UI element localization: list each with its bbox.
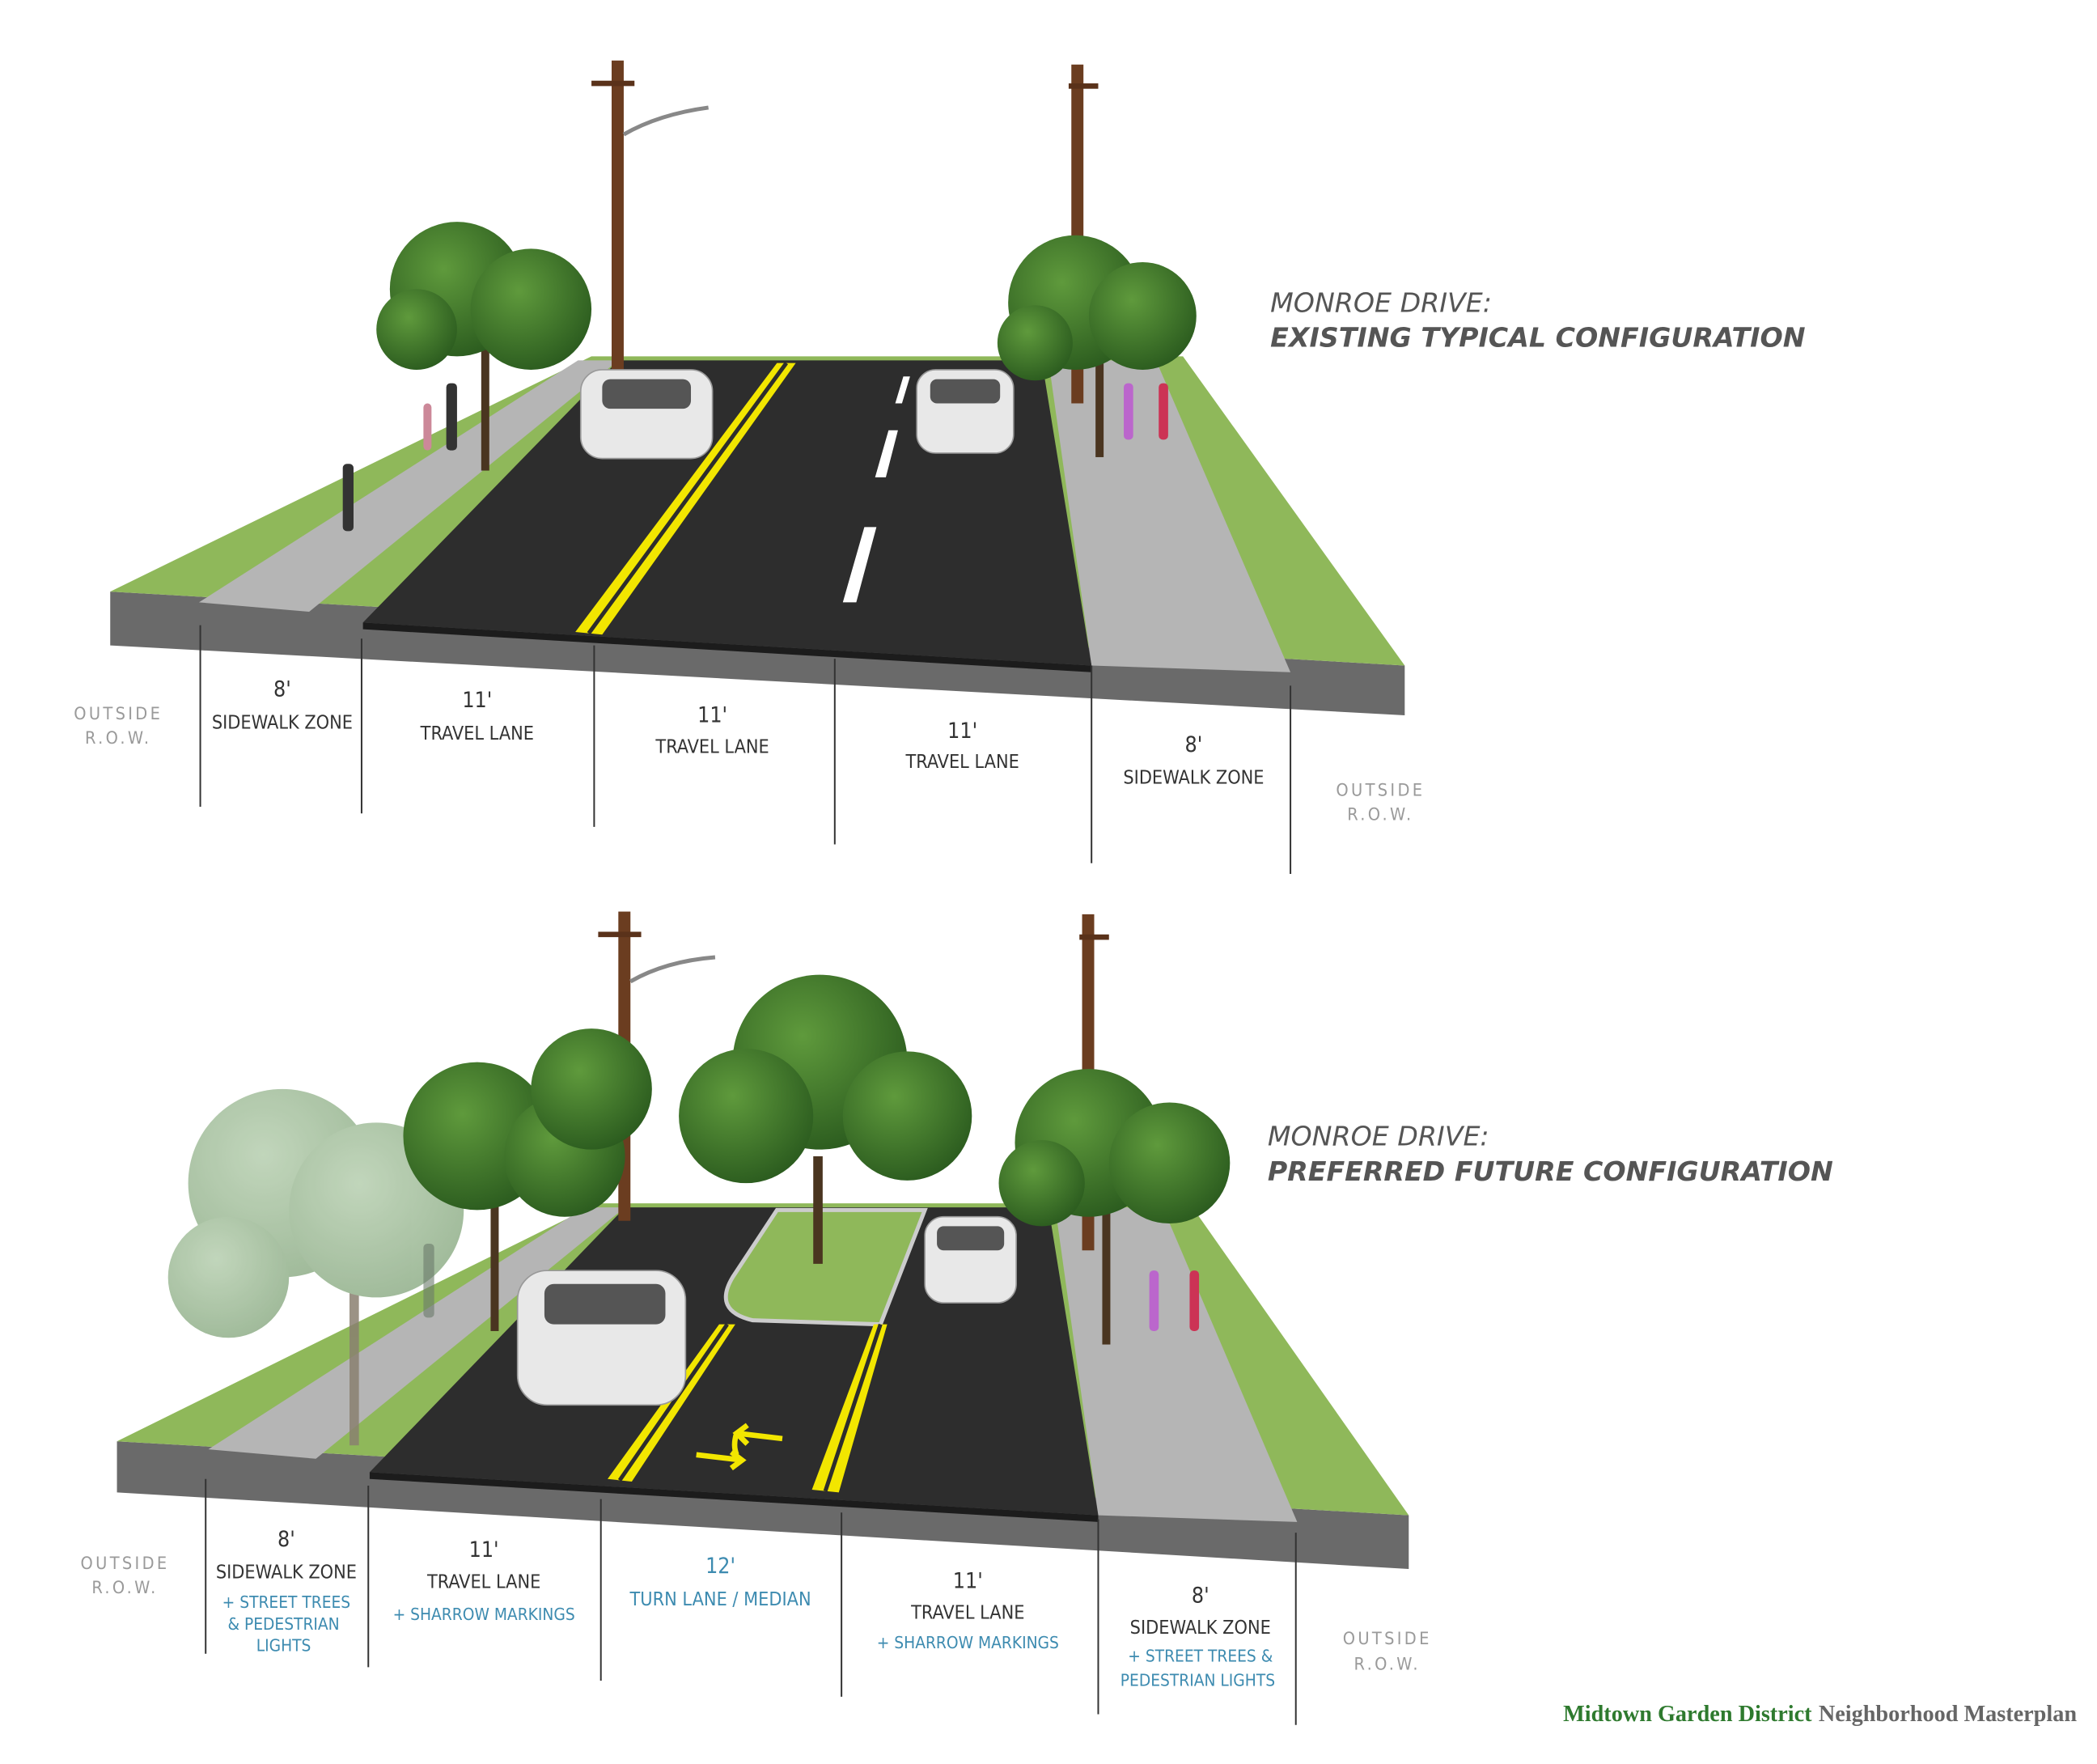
car-right [916,369,1015,454]
svg-text:11': 11' [947,719,977,744]
svg-text:R.O.W.: R.O.W. [85,728,151,748]
roadway [362,360,1092,666]
tree-right [997,235,1197,457]
tree-left [376,222,592,471]
svg-text:+ SHARROW MARKINGS: + SHARROW MARKINGS [393,1605,575,1624]
svg-text:R.O.W.: R.O.W. [91,1578,158,1598]
tree-median [679,974,972,1264]
landscaped-median [723,1207,928,1327]
pedestrians [423,1243,1200,1331]
zone-turn-lane-median: TURN LANE / MEDIAN [629,1588,811,1610]
existing-dimension-lines [199,625,1292,875]
svg-text:& PEDESTRIAN: & PEDESTRIAN [227,1614,339,1634]
lane-dash-markings [842,376,910,603]
sidewalk-left [208,1207,625,1459]
svg-text:8': 8' [1192,1584,1209,1609]
utility-pole-left [591,60,709,373]
tree-sidewalk-right [998,1068,1231,1345]
zone-travel-lane-1: TRAVEL LANE [426,1571,540,1592]
zone-travel-lane-2: TRAVEL LANE [910,1602,1024,1624]
svg-text:11': 11' [462,688,492,713]
svg-text:11': 11' [953,1568,983,1593]
pedestrians [342,383,1168,532]
svg-text:8': 8' [277,1527,295,1552]
zone-travel-lane-1: TRAVEL LANE [420,723,534,744]
sidewalk-left [198,360,619,613]
svg-text:+ STREET TREES &: + STREET TREES & [1128,1647,1273,1666]
existing-title-line2: EXISTING TYPICAL CONFIGURATION [1270,322,1806,354]
svg-text:8': 8' [1185,732,1203,757]
sidewalk-right [1055,1207,1298,1522]
future-section-illustration [116,911,1409,1570]
svg-text:11': 11' [469,1537,499,1563]
future-zone-labels: OUTSIDE R.O.W. 8' SIDEWALK ZONE + STREET… [81,1527,1432,1690]
existing-section-illustration [110,60,1405,715]
svg-text:LIGHTS: LIGHTS [256,1635,311,1655]
svg-text:11': 11' [697,702,727,727]
car-right [924,1215,1017,1304]
zone-outside-right: OUTSIDE [1336,781,1425,801]
zone-width: 8' [273,677,291,702]
sidewalk-right [1048,360,1291,672]
future-title-line2: PREFERRED FUTURE CONFIGURATION [1268,1156,1833,1187]
road-curb-front [362,622,1092,672]
zone-outside-left: OUTSIDE [81,1554,170,1574]
car-left [516,1270,687,1406]
zone-outside-right: OUTSIDE [1343,1629,1432,1649]
svg-text:+ SHARROW MARKINGS: + SHARROW MARKINGS [877,1633,1059,1652]
existing-zone-labels: OUTSIDE R.O.W. 8' SIDEWALK ZONE 11' TRAV… [74,677,1425,825]
future-dimension-lines [205,1478,1297,1725]
turn-arrows-icon [696,1423,783,1471]
zone-outside-left: OUTSIDE [74,704,163,724]
svg-text:R.O.W.: R.O.W. [1354,1655,1421,1675]
svg-text:PEDESTRIAN LIGHTS: PEDESTRIAN LIGHTS [1121,1671,1275,1690]
svg-text:12': 12' [705,1554,735,1579]
car-left [579,369,714,460]
zone-sidewalk-right: SIDEWALK ZONE [1130,1617,1271,1639]
zone-travel-lane-3: TRAVEL LANE [904,751,1019,773]
tree-sidewalk-left [403,1028,652,1331]
zone-sidewalk-right: SIDEWALK ZONE [1123,767,1264,789]
road-curb-front [369,1472,1099,1522]
zone-travel-lane-2: TRAVEL LANE [655,736,769,757]
future-title-line1: MONROE DRIVE: [1268,1121,1489,1152]
existing-title-line1: MONROE DRIVE: [1270,287,1492,319]
zone-sidewalk-left: SIDEWALK ZONE [212,712,353,734]
svg-text:R.O.W.: R.O.W. [1347,805,1413,825]
zone-sidewalk-left: SIDEWALK ZONE [216,1562,357,1584]
svg-text:+ STREET TREES: + STREET TREES [222,1592,351,1612]
